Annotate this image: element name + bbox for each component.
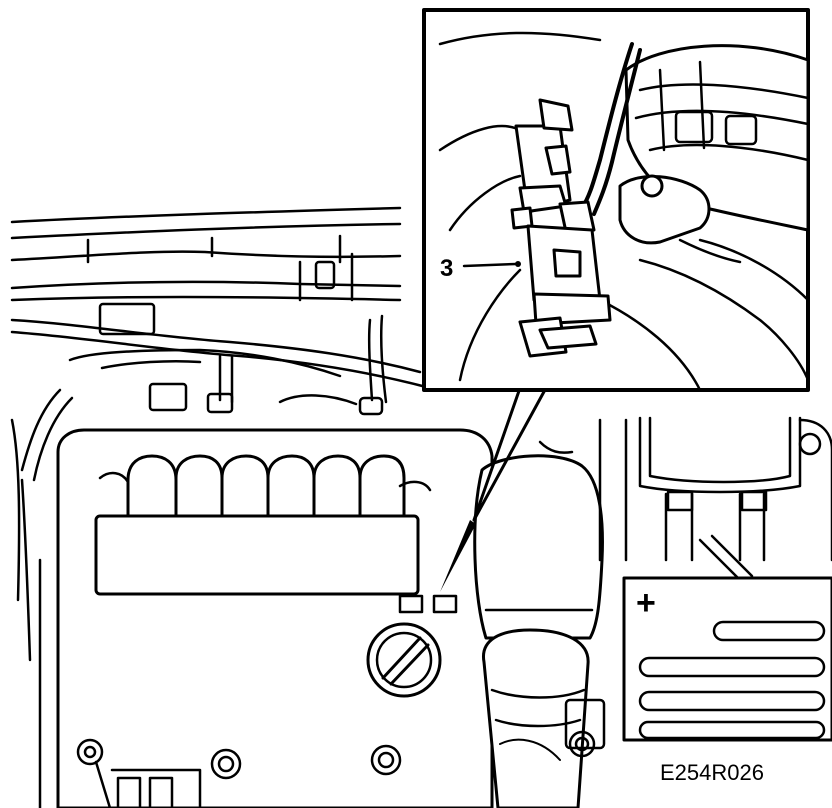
oil-filler-cap (366, 622, 442, 698)
inset-lower-connector (518, 200, 612, 358)
ignition-coils (126, 454, 406, 522)
wiring-harness (10, 314, 432, 482)
coil-cassette (94, 514, 420, 596)
detail-pointer (472, 386, 548, 522)
engine-bay-view: + (10, 206, 832, 808)
detail-pointer-mark (440, 520, 476, 592)
inset-bracket (618, 174, 711, 245)
left-fender-area (10, 418, 42, 808)
inset-background (438, 31, 810, 392)
bulkhead-panel (10, 206, 402, 336)
callout-number: 3 (440, 255, 453, 282)
connector-slot-right (432, 594, 458, 614)
callout-3: 3 (440, 255, 521, 282)
engine-cover (56, 428, 494, 808)
inset-upper-connector (510, 98, 574, 230)
inset-intake-hose (618, 44, 810, 264)
intake-hose (473, 440, 604, 808)
figure-code: E254R026 (660, 760, 764, 785)
battery-tray-area (598, 416, 832, 582)
battery: + (564, 576, 832, 758)
connector-slot-left (398, 594, 424, 614)
detail-inset: 3 (422, 8, 810, 392)
callout-leader (462, 262, 518, 268)
mounting-bolts (76, 738, 402, 808)
battery-plus-sign: + (636, 584, 656, 622)
